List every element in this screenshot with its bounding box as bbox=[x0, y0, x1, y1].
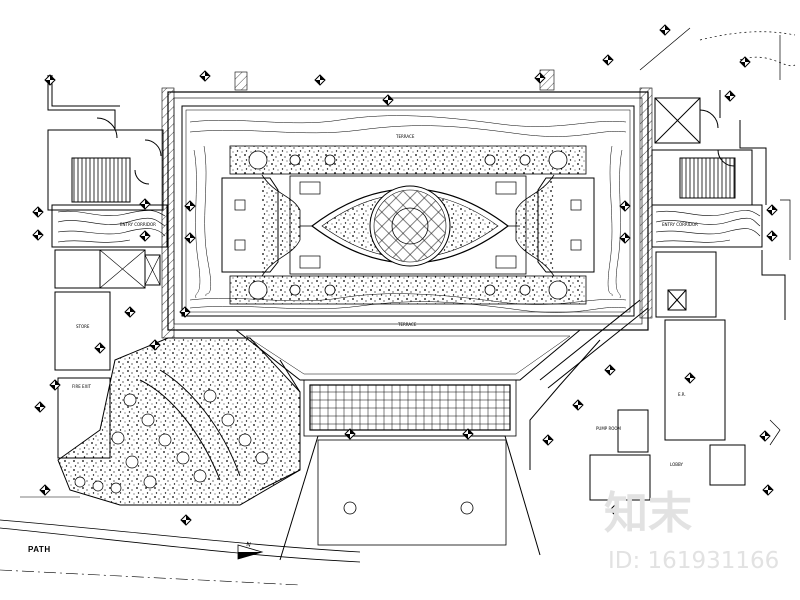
watermark-logo: 知末 bbox=[604, 488, 692, 539]
entrance-drive bbox=[0, 435, 541, 586]
label-upper-terrace: TERRACE bbox=[395, 134, 415, 139]
label-lower-terrace: TERRACE bbox=[397, 322, 417, 327]
label-corridor-left: ENTRY CORRIDOR bbox=[120, 222, 156, 227]
label-left-small: FIRE EXIT bbox=[72, 384, 92, 389]
left-corridor-pattern bbox=[57, 210, 166, 243]
site-boundary bbox=[639, 27, 796, 446]
label-left-room: STORE bbox=[76, 324, 90, 329]
north-marker-label: N bbox=[246, 541, 252, 549]
label-corridor-right: ENTRY CORRIDOR bbox=[662, 222, 698, 227]
label-right-room-2: PUMP ROOM bbox=[596, 426, 622, 431]
label-right-small: E.R. bbox=[678, 392, 686, 397]
central-walkway bbox=[234, 299, 649, 491]
path-label: PATH bbox=[28, 545, 51, 554]
label-right-room-1: LOBBY bbox=[670, 462, 684, 467]
gravel-garden bbox=[57, 337, 301, 506]
right-corridor-pattern bbox=[655, 210, 761, 243]
watermark-id: ID: 161931166 bbox=[608, 548, 779, 574]
terrace-planter-circles bbox=[248, 150, 568, 300]
garden-stepping-stones bbox=[74, 389, 269, 494]
right-building bbox=[589, 90, 786, 501]
terrace-seating-blocks bbox=[234, 181, 582, 269]
central-eye-feature bbox=[300, 185, 520, 267]
left-room-x-symbols bbox=[99, 249, 161, 289]
left-building bbox=[47, 75, 168, 459]
north-arrow: N bbox=[237, 541, 264, 560]
